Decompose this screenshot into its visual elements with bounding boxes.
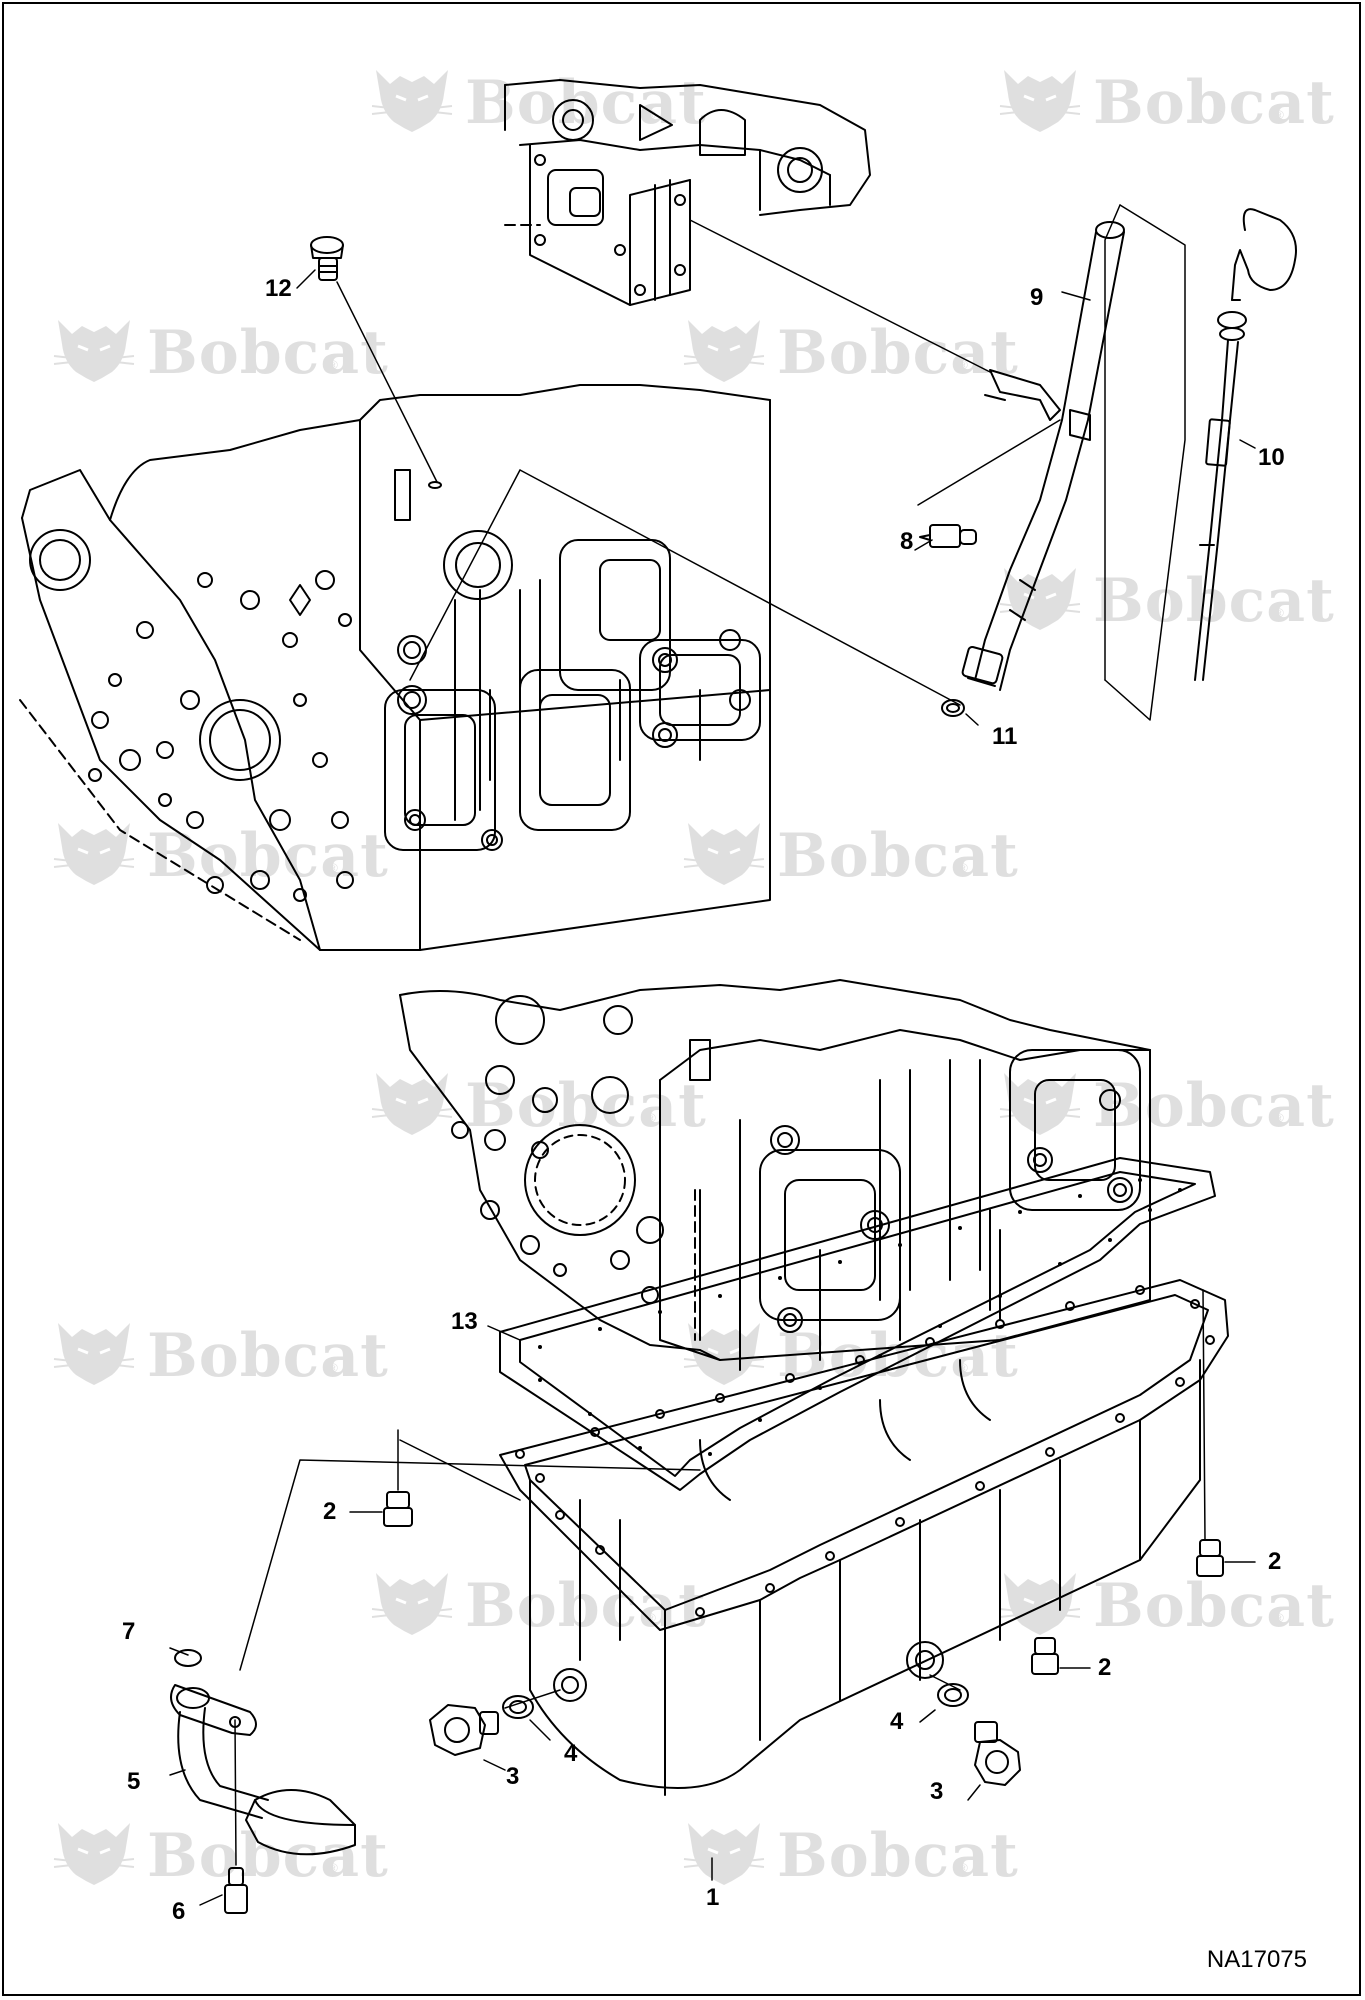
dipstick-group-outline-left [1104, 204, 1121, 681]
bobcat-watermark: Bobcat® [682, 1815, 1018, 1891]
watermark-brand: Bobcat [147, 1821, 389, 1891]
watermark-brand: Bobcat [1093, 68, 1335, 138]
watermark-brand: Bobcat [147, 1321, 389, 1391]
watermark-brand: Bobcat [147, 318, 389, 388]
callout-8: 8 [900, 528, 914, 555]
dipstick-tube-bolt [919, 524, 977, 548]
drain-washer-right [937, 1683, 969, 1707]
callout-7: 7 [122, 1618, 136, 1645]
callout-9: 9 [1030, 284, 1044, 311]
watermark-registered-mark: ® [959, 1861, 968, 1875]
callout-10: 10 [1258, 444, 1285, 471]
callout-13: 13 [451, 1308, 478, 1335]
callout-12: 12 [265, 275, 292, 302]
callout-4-right: 4 [890, 1708, 904, 1735]
oil-pan-bolt-right-lower [1031, 1637, 1059, 1675]
oil-pan-bolt-right-upper [1196, 1539, 1224, 1577]
callout-3-left: 3 [506, 1763, 520, 1790]
watermark-registered-mark: ® [329, 861, 338, 875]
watermark-registered-mark: ® [959, 861, 968, 875]
leader-lines [169, 269, 1256, 1906]
watermark-registered-mark: ® [959, 1361, 968, 1375]
bobcat-watermark: Bobcat® [682, 312, 1018, 388]
strainer-o-ring [174, 1649, 202, 1667]
watermark-brand: Bobcat [777, 318, 1019, 388]
watermark-brand: Bobcat [147, 821, 389, 891]
dipstick-tube [961, 221, 1125, 691]
watermark-registered-mark: ® [1275, 1611, 1284, 1625]
watermark-registered-mark: ® [647, 1111, 656, 1125]
callout-6: 6 [172, 1898, 186, 1925]
callout-2-right-lower: 2 [1098, 1654, 1112, 1681]
oil-pan-gasket [499, 1157, 1216, 1491]
callout-4-left: 4 [564, 1740, 578, 1767]
watermark-brand: Bobcat [777, 1821, 1019, 1891]
watermark-registered-mark: ® [1275, 108, 1284, 122]
strainer-bolt [224, 1867, 248, 1914]
callout-11: 11 [992, 723, 1018, 750]
watermark-registered-mark: ® [329, 1361, 338, 1375]
callout-5: 5 [127, 1768, 141, 1795]
oil-pan [499, 1209, 1229, 1796]
watermark-registered-mark: ® [1275, 606, 1284, 620]
cylinder-head-fragment [504, 79, 871, 306]
figure-reference: NA17075 [1206, 1946, 1307, 1973]
callout-2-left: 2 [323, 1498, 337, 1525]
bobcat-watermark: Bobcat® [52, 1315, 388, 1391]
watermark-registered-mark: ® [1275, 1111, 1284, 1125]
bobcat-watermark: Bobcat® [52, 1815, 388, 1891]
dipstick-o-ring [941, 699, 965, 717]
watermark-brand: Bobcat [1093, 1571, 1335, 1641]
bobcat-watermark: Bobcat® [370, 1065, 706, 1141]
bobcat-watermark: Bobcat® [52, 815, 388, 891]
bobcat-watermark: Bobcat® [998, 62, 1334, 138]
assembly-lines [234, 219, 1206, 1866]
callout-2-right-upper: 2 [1268, 1548, 1282, 1575]
drain-washer-left-inner [509, 1700, 527, 1714]
callout-1: 1 [706, 1884, 720, 1911]
dipstick-group-outline [1104, 204, 1186, 721]
watermark-brand: Bobcat [1093, 1071, 1335, 1141]
dipstick-o-ring-inner [946, 703, 960, 713]
engine-block-lower [399, 979, 1151, 1361]
bobcat-watermark: Bobcat® [52, 312, 388, 388]
watermark-registered-mark: ® [329, 1861, 338, 1875]
oil-pan-bolt-left [383, 1491, 413, 1527]
watermark-registered-mark: ® [647, 1611, 656, 1625]
drain-washer-right-inner [944, 1688, 962, 1702]
drain-plug-right [974, 1721, 1021, 1786]
watermark-registered-mark: ® [329, 358, 338, 372]
watermark-registered-mark: ® [959, 358, 968, 372]
drain-plug-left [429, 1704, 499, 1756]
drain-washer-left [502, 1695, 534, 1719]
callout-3-right: 3 [930, 1778, 944, 1805]
bobcat-watermark: Bobcat® [682, 815, 1018, 891]
oil-filler-plug [310, 236, 442, 489]
bobcat-watermark: Bobcat® [998, 1065, 1334, 1141]
watermark-brand: Bobcat [465, 1071, 707, 1141]
engine-block-upper [19, 384, 771, 951]
dipstick [1194, 208, 1297, 681]
bobcat-watermark: Bobcat® [998, 1565, 1334, 1641]
watermark-brand: Bobcat [777, 821, 1019, 891]
oil-strainer [170, 1684, 356, 1856]
watermark-registered-mark: ® [647, 108, 656, 122]
